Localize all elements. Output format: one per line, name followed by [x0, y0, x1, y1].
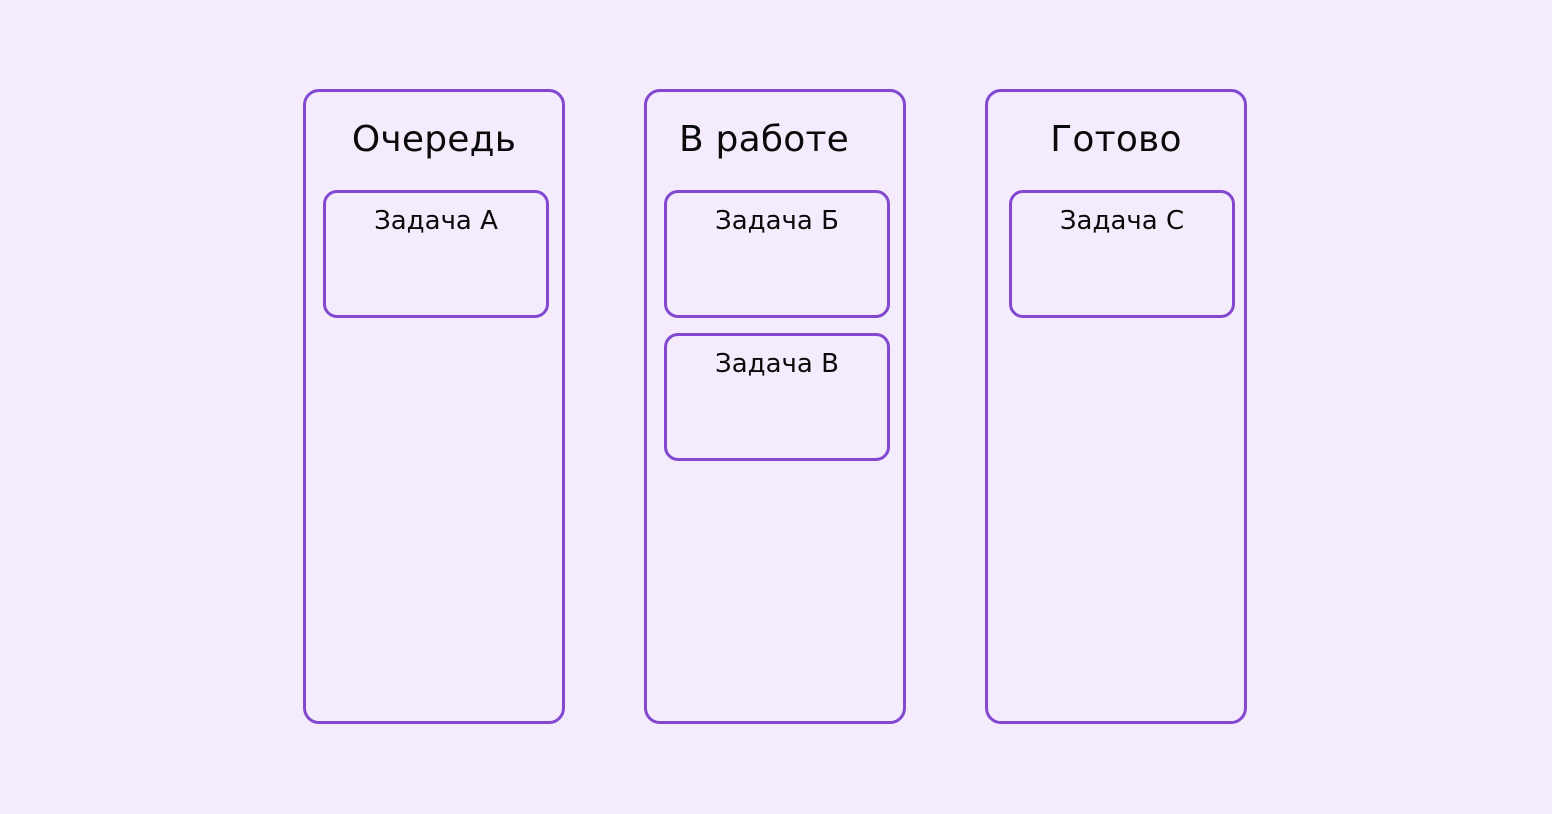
task-card-a[interactable]: Задача А: [323, 190, 549, 318]
column-title-in-progress: В работе: [679, 119, 849, 160]
column-in-progress: В работе Задача Б Задача В: [644, 89, 906, 724]
task-card-label: Задача Б: [715, 206, 839, 236]
column-title-queue: Очередь: [351, 119, 517, 160]
column-title-done: Готово: [1050, 119, 1182, 160]
task-card-c[interactable]: Задача С: [1009, 190, 1235, 318]
task-card-label: Задача А: [374, 206, 498, 236]
column-queue: Очередь Задача А: [303, 89, 565, 724]
task-card-v[interactable]: Задача В: [664, 333, 890, 461]
column-done: Готово Задача С: [985, 89, 1247, 724]
task-card-b[interactable]: Задача Б: [664, 190, 890, 318]
task-card-label: Задача С: [1059, 206, 1185, 236]
task-card-label: Задача В: [715, 349, 839, 379]
